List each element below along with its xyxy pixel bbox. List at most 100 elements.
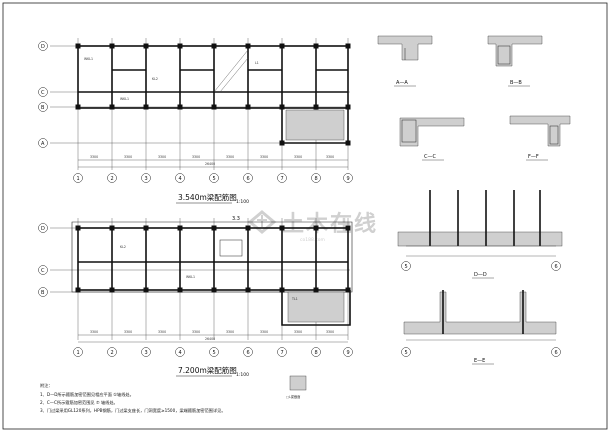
plan1-title: 3.540m梁配筋图 <box>178 192 237 202</box>
plan2-slab-outline <box>71 221 353 293</box>
section-label: A—A <box>396 80 408 86</box>
col-axis-label: 9 <box>347 350 350 356</box>
col-axis-label: 3 <box>145 176 148 182</box>
section-label: D—D <box>474 272 487 278</box>
col-axis-label: 5 <box>213 350 216 356</box>
col-axis-label: 2 <box>111 176 114 182</box>
beam-tag: L1 <box>255 61 259 65</box>
row-axis-label: A <box>41 141 45 147</box>
beam-tag: WKL1 <box>186 275 195 279</box>
section-label: C—C <box>424 154 436 160</box>
ee-axis-label: 5 <box>405 350 408 356</box>
col-axis-label: 5 <box>213 176 216 182</box>
beam-tag: WKL1 <box>84 57 93 61</box>
beam-tag: KL2 <box>152 77 158 81</box>
dim-text: 3300 <box>124 155 132 159</box>
col-axis-label: 4 <box>179 176 182 182</box>
section-a-a: A—A <box>377 35 433 87</box>
dim-text: 3300 <box>260 155 268 159</box>
dim-total: 26400 <box>205 162 215 166</box>
row-axis-label: C <box>41 268 45 274</box>
watermark-url: co188.com <box>300 237 325 243</box>
plan2-projection-beam <box>281 290 351 326</box>
section-c-c: C—C <box>399 117 465 161</box>
beam-tag: WKL1 <box>120 97 129 101</box>
section-label: F—F <box>528 154 539 160</box>
dd-axis-label: 6 <box>555 264 558 270</box>
col-axis-label: 8 <box>315 176 318 182</box>
col-axis-label: 1 <box>77 176 80 182</box>
plan2-label: 3.3 <box>232 216 240 222</box>
dim-text: 3300 <box>326 330 334 334</box>
dim-text: 3300 <box>226 155 234 159</box>
col-axis-label: 1 <box>77 350 80 356</box>
detail-label: □L梁截面 <box>286 394 300 399</box>
plan1-grid-vertical <box>77 38 349 170</box>
row-axis-label: D <box>41 44 45 50</box>
row-axis-label: D <box>41 226 45 232</box>
dim-text: 3300 <box>326 155 334 159</box>
beam-tag: KL2 <box>120 245 126 249</box>
dim-text: 3300 <box>294 155 302 159</box>
col-axis-label: 9 <box>347 176 350 182</box>
plan2-scale: 1:100 <box>236 372 249 378</box>
col-axis-label: 7 <box>281 176 284 182</box>
section-label: E—E <box>474 358 485 364</box>
dim-text: 3300 <box>294 330 302 334</box>
row-axis-label: B <box>41 290 45 296</box>
plan1-row-axes: D C B A <box>38 41 48 148</box>
detail-gl: □L梁截面 <box>286 375 307 399</box>
col-axis-label: 8 <box>315 350 318 356</box>
col-axis-label: 4 <box>179 350 182 356</box>
col-axis-label: 3 <box>145 350 148 356</box>
col-axis-label: 2 <box>111 350 114 356</box>
note-line: 2、C—C所示箍筋加密范围见 ⑦ 轴线处。 <box>40 399 118 406</box>
dim-text: 3300 <box>90 155 98 159</box>
plan2-col-axes: 1 2 3 4 5 6 7 8 9 <box>73 347 353 357</box>
section-label: B—B <box>510 80 522 86</box>
plan-7200: 3.3 KL2 WKL1 TL1 D C B 3300 3300 3300 33… <box>38 216 353 378</box>
plan2-beams <box>77 227 349 291</box>
note-line: 1、D—D所示箍筋加密范围见相应平面 ①轴线处。 <box>40 391 134 398</box>
dim-text: 3300 <box>192 155 200 159</box>
dim-text: 3300 <box>158 155 166 159</box>
plan1-dimensions: 3300 3300 3300 3300 3300 3300 3300 3300 … <box>78 155 348 168</box>
dim-text: 3300 <box>158 330 166 334</box>
row-axis-label: C <box>41 90 45 96</box>
notes-heading: 附注： <box>40 382 53 389</box>
dim-text: 3300 <box>124 330 132 334</box>
plan2-beam-tags: KL2 WKL1 TL1 <box>120 245 298 301</box>
plan2-dimensions: 3300 3300 3300 3300 3300 3300 3300 3300 … <box>78 330 348 343</box>
row-axis-label: B <box>41 105 45 111</box>
plan2-stair-opening <box>219 239 243 257</box>
plan1-col-axes: 1 2 3 4 5 6 7 8 9 <box>73 173 353 183</box>
watermark-logo-icon <box>247 210 277 234</box>
plan1-stair <box>213 49 249 93</box>
ee-axis-label: 6 <box>555 350 558 356</box>
section-b-b: B—B <box>487 35 543 87</box>
plan-3540: WKL1 KL2 L1 WKL1 D C B A 3300 3300 3300 … <box>38 38 353 205</box>
dim-text: 3300 <box>192 330 200 334</box>
watermark: 土木在线 co188.com <box>247 210 378 243</box>
col-axis-label: 6 <box>247 176 250 182</box>
col-axis-label: 6 <box>247 350 250 356</box>
plan1-beam-tags: WKL1 KL2 L1 WKL1 <box>84 57 259 101</box>
watermark-text: 土木在线 <box>282 211 378 237</box>
dim-total: 26400 <box>205 337 215 341</box>
plan2-columns <box>75 225 351 293</box>
section-f-f: F—F <box>509 115 571 161</box>
col-axis-label: 7 <box>281 350 284 356</box>
dim-text: 3300 <box>226 330 234 334</box>
plan2-title: 7.200m梁配筋图 <box>178 365 237 375</box>
dim-text: 3300 <box>90 330 98 334</box>
plan2-hatched-bay <box>287 291 345 323</box>
dim-text: 3300 <box>260 330 268 334</box>
section-e-e: 5 6 E—E <box>401 290 561 365</box>
beam-tag: TL1 <box>291 297 298 301</box>
notes: 附注： 1、D—D所示箍筋加密范围见相应平面 ①轴线处。 2、C—C所示箍筋加密… <box>40 382 226 414</box>
plan2-row-axes: D C B <box>38 223 48 297</box>
plan1-columns <box>75 43 351 146</box>
dd-axis-label: 5 <box>405 264 408 270</box>
